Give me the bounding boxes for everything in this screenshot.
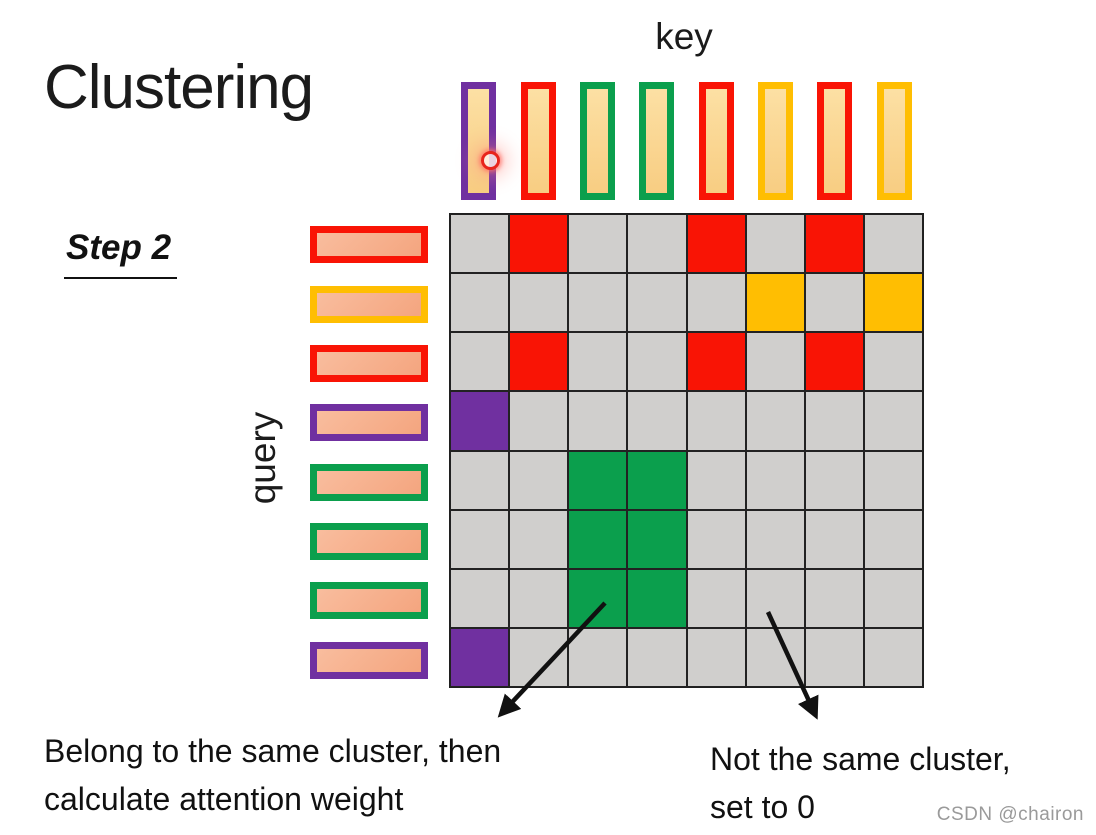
grid-cell-r6c6 bbox=[804, 568, 864, 628]
query-axis-label: query bbox=[242, 411, 283, 505]
slide-title: Clustering bbox=[44, 53, 314, 122]
grid-cell-r4c1 bbox=[509, 450, 569, 510]
grid-cell-r0c4-red bbox=[686, 214, 746, 274]
grid-cell-r6c1 bbox=[509, 568, 569, 628]
key-vector-4-red bbox=[698, 82, 734, 200]
grid-cell-r4c5 bbox=[745, 450, 805, 510]
grid-cell-r2c6-red bbox=[804, 332, 864, 392]
grid-cell-r3c3 bbox=[627, 391, 687, 451]
laser-pointer-dot bbox=[481, 151, 500, 170]
query-vectors bbox=[310, 215, 428, 690]
grid-cell-r1c3 bbox=[627, 273, 687, 333]
watermark: CSDN @chairon bbox=[936, 804, 1084, 825]
key-vectors bbox=[449, 82, 924, 200]
query-vector-4-green bbox=[310, 463, 428, 501]
grid-cell-r3c2 bbox=[568, 391, 628, 451]
grid-cell-r5c7 bbox=[863, 509, 923, 569]
grid-cell-r7c7 bbox=[863, 627, 923, 687]
grid-cell-r5c0 bbox=[450, 509, 510, 569]
grid-cell-r2c0 bbox=[450, 332, 510, 392]
grid-cell-r0c1-red bbox=[509, 214, 569, 274]
grid-cell-r2c7 bbox=[863, 332, 923, 392]
query-vector-2-red bbox=[310, 344, 428, 382]
attention-grid bbox=[449, 213, 924, 688]
caption-same-cluster-line1: Belong to the same cluster, then bbox=[44, 733, 502, 769]
grid-cell-r4c3-green bbox=[627, 450, 687, 510]
grid-cell-r5c4 bbox=[686, 509, 746, 569]
grid-cell-r6c3-green bbox=[627, 568, 687, 628]
grid-cell-r0c3 bbox=[627, 214, 687, 274]
grid-cell-r3c1 bbox=[509, 391, 569, 451]
query-vector-7-purple bbox=[310, 641, 428, 679]
step-label: Step 2 bbox=[64, 228, 178, 279]
grid-cell-r6c7 bbox=[863, 568, 923, 628]
grid-cell-r3c0-purple bbox=[450, 391, 510, 451]
caption-not-same-cluster-line1: Not the same cluster, bbox=[710, 741, 1011, 777]
key-vector-3-green bbox=[639, 82, 675, 200]
key-vector-1-red bbox=[520, 82, 556, 200]
grid-cell-r0c5 bbox=[745, 214, 805, 274]
grid-cell-r7c4 bbox=[686, 627, 746, 687]
grid-cell-r3c4 bbox=[686, 391, 746, 451]
grid-cell-r7c5 bbox=[745, 627, 805, 687]
grid-cell-r1c5-orange bbox=[745, 273, 805, 333]
grid-cell-r4c4 bbox=[686, 450, 746, 510]
grid-cell-r6c4 bbox=[686, 568, 746, 628]
grid-cell-r0c6-red bbox=[804, 214, 864, 274]
query-vector-1-orange bbox=[310, 285, 428, 323]
grid-cell-r5c2-green bbox=[568, 509, 628, 569]
key-vector-7-orange bbox=[876, 82, 912, 200]
grid-cell-r3c5 bbox=[745, 391, 805, 451]
grid-cell-r1c2 bbox=[568, 273, 628, 333]
grid-cell-r5c6 bbox=[804, 509, 864, 569]
key-vector-5-orange bbox=[758, 82, 794, 200]
grid-cell-r4c6 bbox=[804, 450, 864, 510]
grid-cell-r4c0 bbox=[450, 450, 510, 510]
query-vector-6-green bbox=[310, 582, 428, 620]
grid-cell-r1c7-orange bbox=[863, 273, 923, 333]
grid-cell-r5c5 bbox=[745, 509, 805, 569]
grid-cell-r1c4 bbox=[686, 273, 746, 333]
grid-cell-r2c4-red bbox=[686, 332, 746, 392]
grid-cell-r6c2-green bbox=[568, 568, 628, 628]
key-vector-2-green bbox=[579, 82, 615, 200]
key-vector-6-red bbox=[817, 82, 853, 200]
grid-cell-r2c2 bbox=[568, 332, 628, 392]
grid-cell-r3c6 bbox=[804, 391, 864, 451]
key-axis-label: key bbox=[655, 16, 713, 57]
grid-cell-r5c1 bbox=[509, 509, 569, 569]
grid-cell-r2c3 bbox=[627, 332, 687, 392]
grid-cell-r0c7 bbox=[863, 214, 923, 274]
grid-cell-r4c2-green bbox=[568, 450, 628, 510]
grid-cell-r7c1 bbox=[509, 627, 569, 687]
grid-cell-r7c6 bbox=[804, 627, 864, 687]
caption-not-same-cluster-line2: set to 0 bbox=[710, 789, 815, 825]
query-vector-0-red bbox=[310, 226, 428, 264]
query-vector-5-green bbox=[310, 523, 428, 561]
grid-cell-r1c6 bbox=[804, 273, 864, 333]
query-vector-3-purple bbox=[310, 404, 428, 442]
grid-cell-r1c0 bbox=[450, 273, 510, 333]
grid-cell-r6c0 bbox=[450, 568, 510, 628]
caption-same-cluster: Belong to the same cluster, then calcula… bbox=[44, 727, 501, 823]
grid-cell-r7c3 bbox=[627, 627, 687, 687]
caption-same-cluster-line2: calculate attention weight bbox=[44, 781, 404, 817]
grid-cell-r0c2 bbox=[568, 214, 628, 274]
grid-cell-r7c0-purple bbox=[450, 627, 510, 687]
caption-not-same-cluster: Not the same cluster, set to 0 bbox=[710, 735, 1011, 831]
grid-cell-r2c5 bbox=[745, 332, 805, 392]
grid-cell-r2c1-red bbox=[509, 332, 569, 392]
grid-cell-r5c3-green bbox=[627, 509, 687, 569]
grid-cell-r0c0 bbox=[450, 214, 510, 274]
grid-cell-r7c2 bbox=[568, 627, 628, 687]
grid-cell-r1c1 bbox=[509, 273, 569, 333]
grid-cell-r4c7 bbox=[863, 450, 923, 510]
grid-cell-r6c5 bbox=[745, 568, 805, 628]
key-vector-0-purple bbox=[461, 82, 497, 200]
grid-cell-r3c7 bbox=[863, 391, 923, 451]
